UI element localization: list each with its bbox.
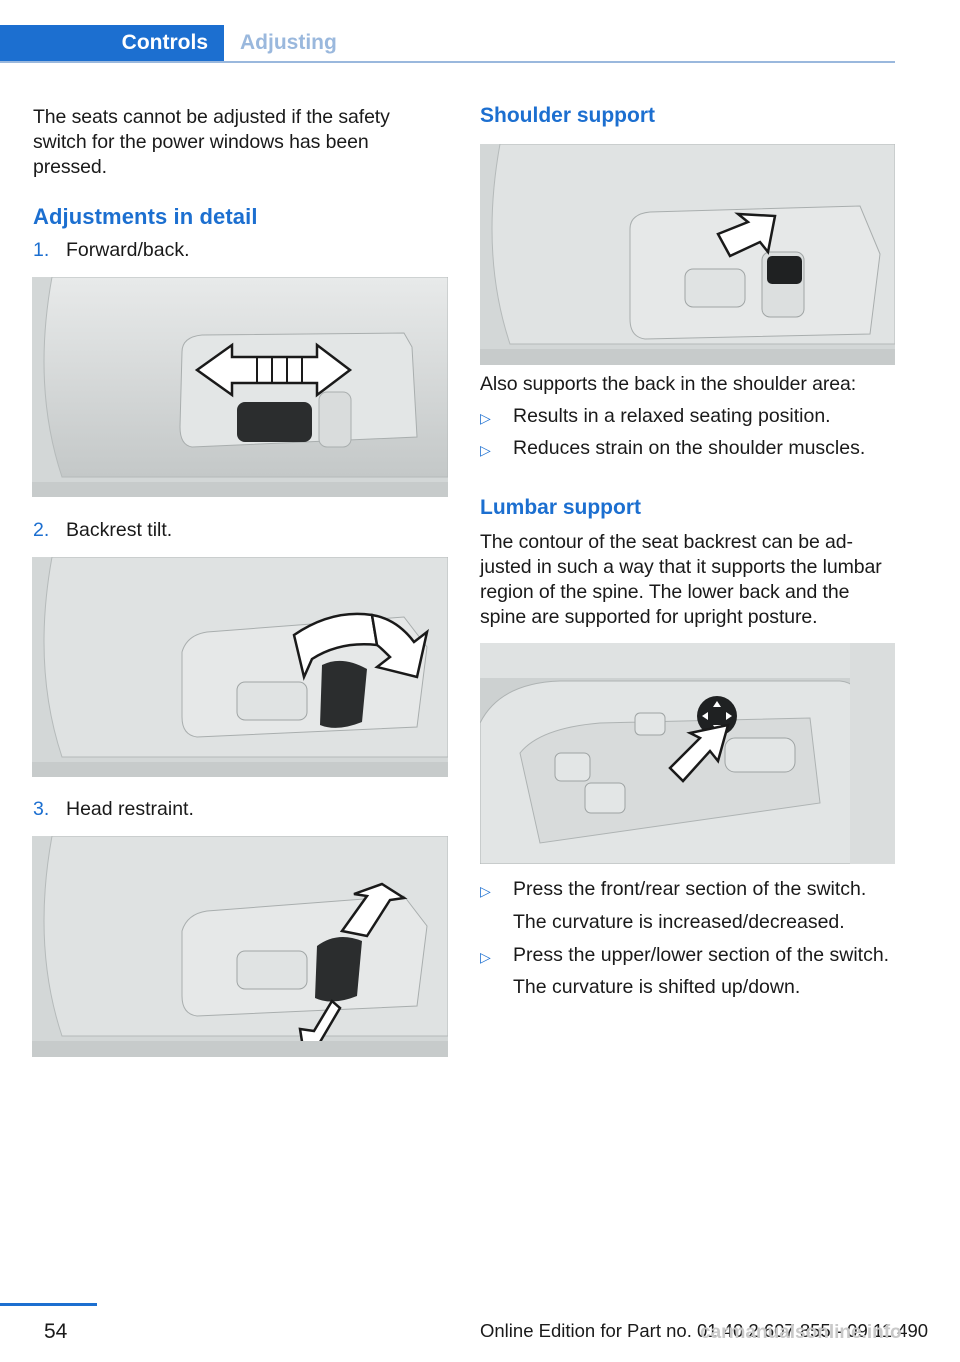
bullet-text: Results in a relaxed seating position. (513, 405, 831, 427)
triangle-right-icon: ▷ (480, 410, 491, 426)
footer-divider (0, 1303, 97, 1306)
lumbar-bullet-2: ▷ Press the upper/lower section of the s… (480, 943, 900, 970)
step-3: 3. Head restraint. (33, 797, 194, 822)
lumbar-bullet-1-sub: The curvature is increased/decreased. (513, 911, 845, 933)
figure-head-restraint (32, 836, 448, 1057)
step-label: Forward/back. (66, 239, 190, 261)
figure-backrest-tilt (32, 557, 448, 777)
page-number: 54 (44, 1320, 68, 1343)
tab-controls[interactable]: Controls (0, 25, 224, 61)
shoulder-bullet-2: ▷ Reduces strain on the shoulder muscles… (480, 436, 865, 463)
step-number: 3. (33, 798, 50, 820)
lumbar-text: The contour of the seat backrest can be … (480, 531, 882, 628)
step-label: Backrest tilt. (66, 519, 173, 541)
triangle-right-icon: ▷ (480, 442, 491, 458)
header-divider (0, 61, 895, 63)
bullet-text: Press the upper/lower section of the swi… (513, 944, 890, 966)
heading-shoulder-support: Shoulder support (480, 104, 655, 127)
step-number: 2. (33, 519, 50, 541)
step-number: 1. (33, 239, 50, 261)
triangle-right-icon: ▷ (480, 949, 491, 965)
figure-forward-back (32, 277, 448, 497)
lumbar-bullet-2-sub: The curvature is shifted up/down. (513, 976, 801, 998)
edition-text: Online Edition for Part no. 01 40 2 607 … (480, 1320, 929, 1341)
step-2: 2. Backrest tilt. (33, 518, 172, 543)
step-1: 1. Forward/back. (33, 238, 190, 263)
tab-adjusting[interactable]: Adjusting (240, 31, 337, 54)
lumbar-bullet-1: ▷ Press the front/rear section of the sw… (480, 877, 900, 904)
bullet-text: Press the front/rear section of the swit… (513, 878, 867, 900)
triangle-right-icon: ▷ (480, 883, 491, 899)
watermark: carmanualsonline.info (700, 1322, 902, 1343)
intro-text: The seats cannot be adjusted if the safe… (33, 106, 390, 178)
shoulder-caption: Also supports the back in the shoulder a… (480, 373, 857, 395)
heading-adjustments: Adjustments in detail (33, 204, 258, 229)
figure-lumbar-support (480, 643, 895, 864)
bullet-text: Reduces strain on the shoulder muscles. (513, 437, 866, 459)
heading-lumbar-support: Lumbar support (480, 496, 641, 519)
step-label: Head restraint. (66, 798, 194, 820)
shoulder-bullet-1: ▷ Results in a relaxed seating position. (480, 404, 831, 431)
page-header: Controls Adjusting (0, 25, 895, 63)
figure-shoulder-support (480, 144, 895, 365)
